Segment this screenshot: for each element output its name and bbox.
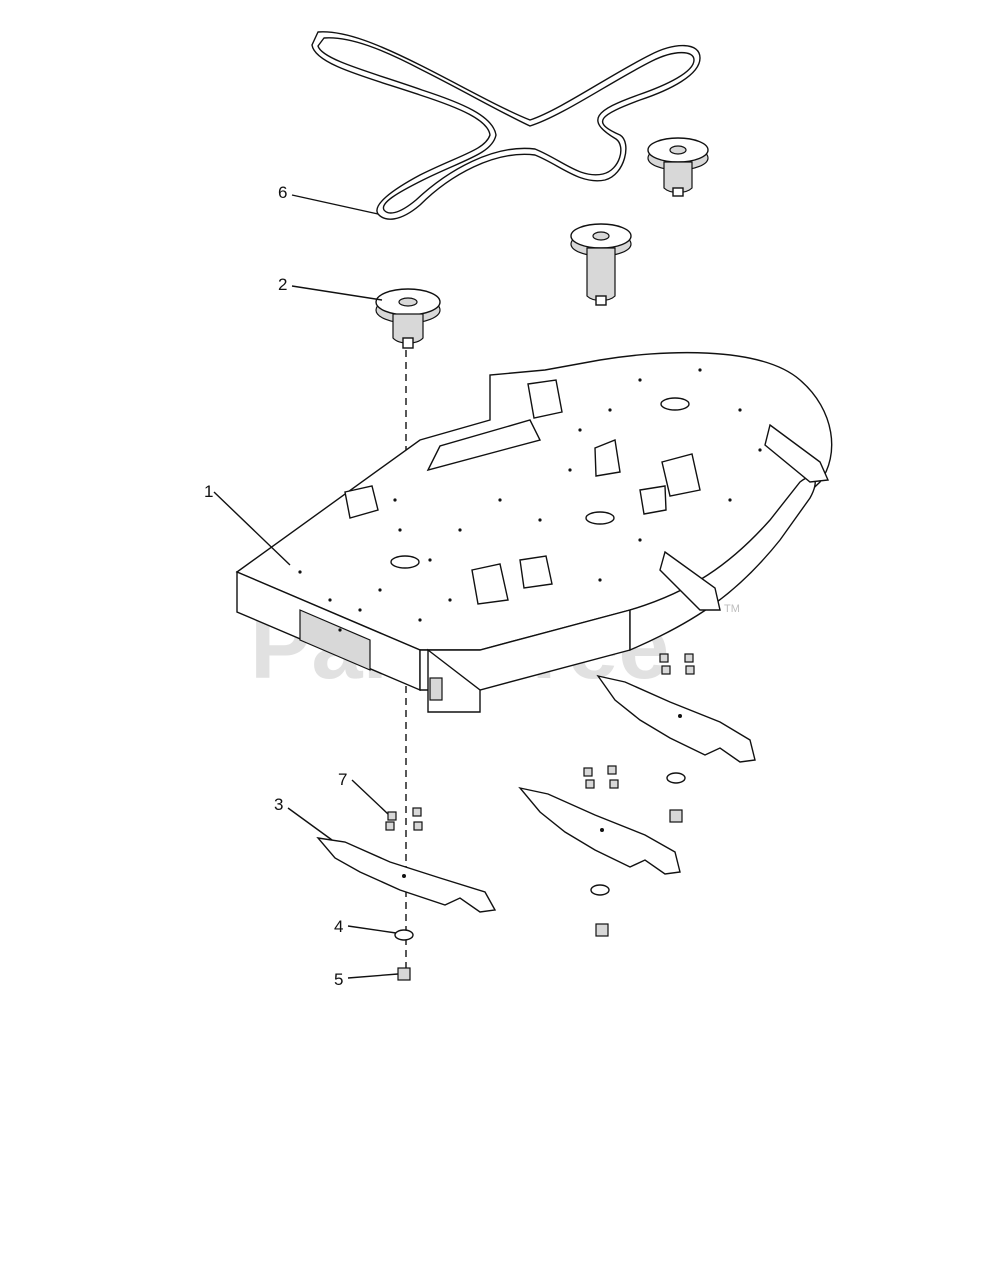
- callout-4: 4: [334, 917, 343, 936]
- callout-7: 7: [338, 770, 347, 789]
- callout-5: 5: [334, 970, 343, 989]
- callout-3: 3: [274, 795, 283, 814]
- leader-line-6: [291, 194, 379, 215]
- nut-left[interactable]: [397, 967, 411, 981]
- mower-blade-right[interactable]: [596, 674, 756, 763]
- leader-line-3: [287, 807, 333, 841]
- spindle-pulley-center[interactable]: [570, 223, 632, 306]
- leader-line-4: [347, 925, 397, 934]
- washer-left[interactable]: [394, 929, 414, 941]
- bolts-center-set[interactable]: [583, 765, 619, 789]
- leader-line-1: [213, 491, 291, 566]
- callout-1: 1: [204, 482, 213, 501]
- nut-right[interactable]: [669, 809, 683, 823]
- callout-6: 6: [278, 183, 287, 202]
- spindle-pulley-right[interactable]: [647, 137, 709, 197]
- leader-line-7: [351, 779, 389, 815]
- callout-2: 2: [278, 275, 287, 294]
- mower-deck-housing[interactable]: [235, 351, 833, 713]
- nut-center[interactable]: [595, 923, 609, 937]
- bolts-right-set[interactable]: [659, 653, 695, 675]
- spindle-pulley-left[interactable]: [375, 288, 441, 349]
- washer-right[interactable]: [666, 772, 686, 784]
- watermark-trademark: TM: [724, 603, 740, 615]
- mower-blade-center[interactable]: [518, 786, 681, 875]
- leader-line-5: [347, 973, 399, 979]
- leader-line-2: [291, 285, 383, 301]
- drive-belt[interactable]: [311, 31, 701, 220]
- washer-center[interactable]: [590, 884, 610, 896]
- mower-blade-left[interactable]: [316, 837, 497, 913]
- bolts-left-set[interactable]: [385, 807, 423, 831]
